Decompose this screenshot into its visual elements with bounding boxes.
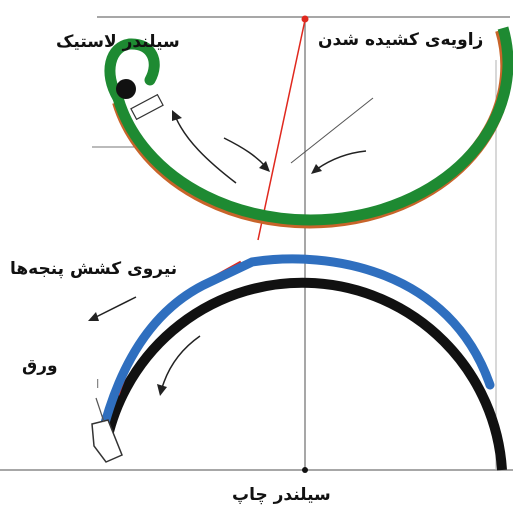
clamp-bar	[130, 93, 164, 121]
angle-line	[257, 19, 306, 241]
rotation-arrowhead-upper-left	[172, 110, 182, 121]
rotation-arrow-lower	[161, 335, 201, 389]
gripper-leader-line	[95, 397, 105, 423]
gripper-force-label: نیروی کشش پنجه‌ها	[10, 259, 178, 279]
sheet-blue-arc	[96, 254, 495, 443]
rotation-arrowhead-lower	[157, 384, 167, 396]
drawing-angle-label: زاویه‌ی کشیده شدن	[318, 30, 484, 50]
bottom-center-point	[302, 467, 308, 473]
rubber-cylinder-hook	[104, 38, 160, 104]
angle-arrowhead-left	[259, 161, 270, 172]
top-center-point	[301, 15, 309, 23]
angle-arrow-right	[316, 150, 367, 170]
rotation-arrow-upper-left	[175, 117, 237, 184]
small-mark-label: ا	[96, 377, 100, 391]
impression-cylinder-label: سیلندر چاپ	[232, 485, 331, 505]
angle-arrow-left	[223, 137, 267, 168]
gripper-force-arrow-shaft	[93, 296, 137, 319]
gripper-force-arrowhead	[88, 312, 99, 321]
angle-leader-line	[290, 97, 374, 164]
gripper-block	[91, 419, 123, 463]
sheet-label: ورق	[22, 356, 58, 376]
impression-cylinder-arc	[101, 277, 507, 471]
rubber-blanket-underlayer	[112, 28, 513, 229]
angle-arrowhead-right	[311, 164, 322, 174]
rubber-cylinder-arc	[112, 26, 513, 226]
rubber-cylinder-label: سیلندر لاستیک	[56, 32, 180, 52]
clamp-dot	[116, 79, 136, 99]
